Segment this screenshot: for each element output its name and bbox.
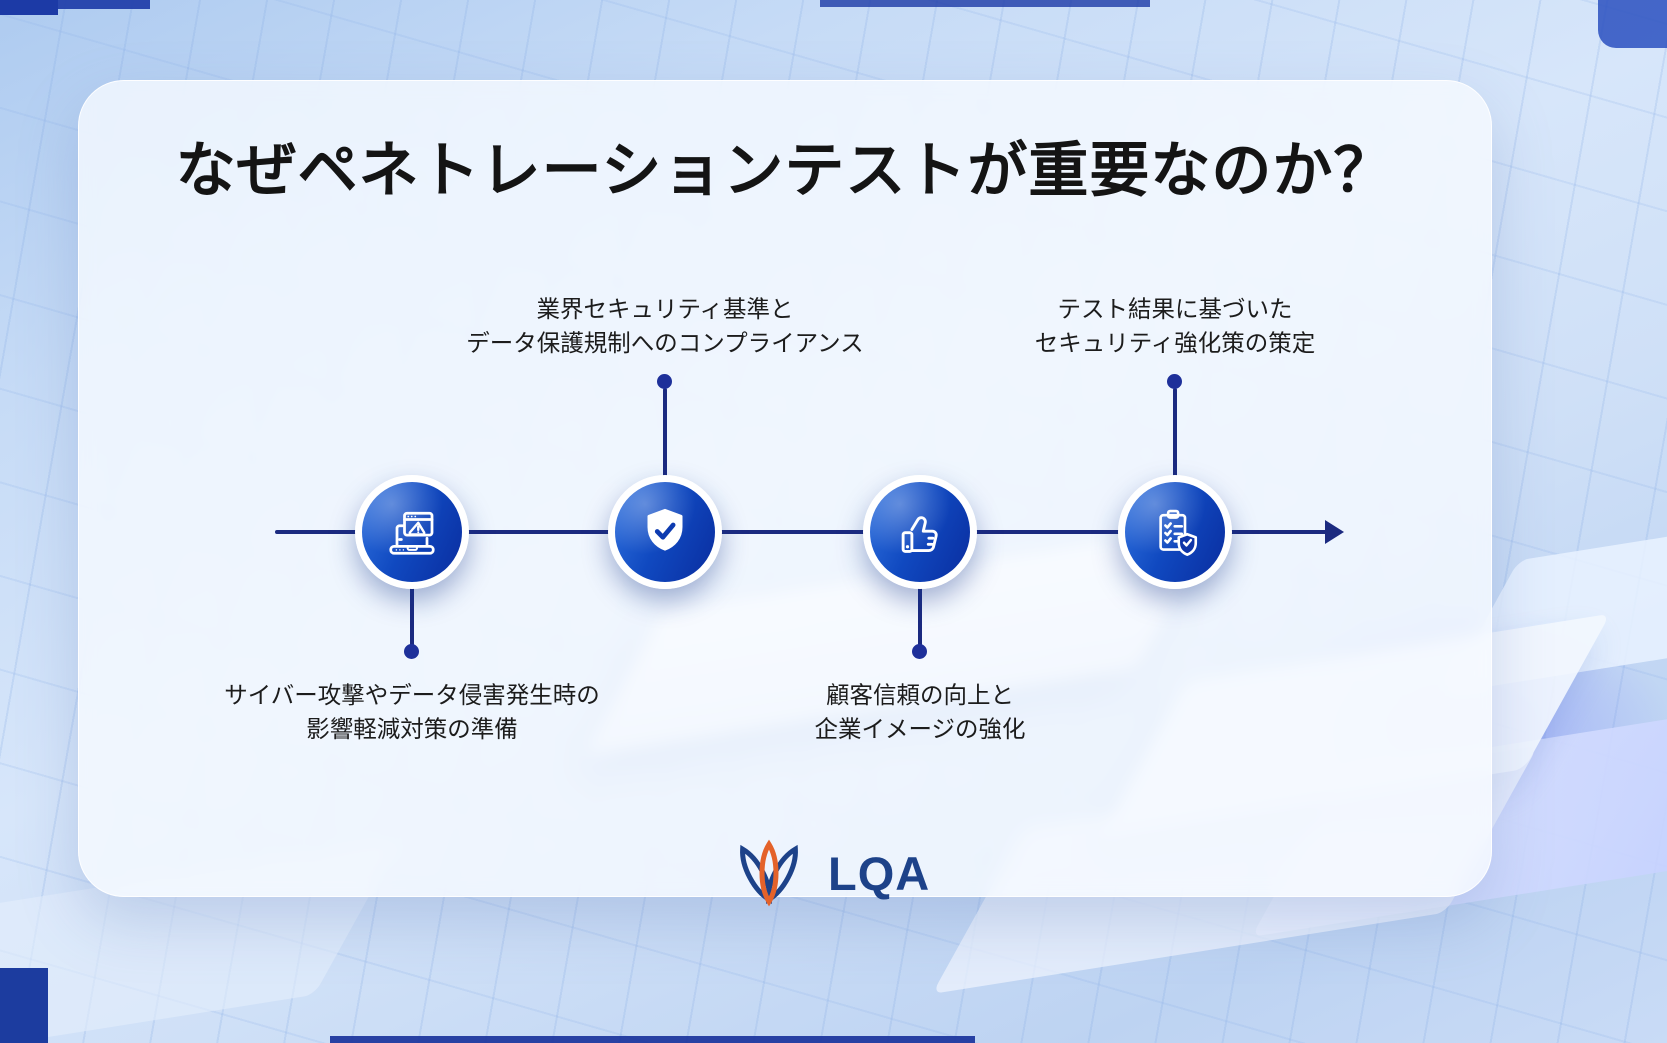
- step-label-2: 業界セキュリティ基準と データ保護規制へのコンプライアンス: [425, 292, 905, 360]
- clipboard-shield-icon: [1159, 509, 1198, 556]
- connector-dot-step-2: [657, 374, 672, 389]
- connector-dot-step-1: [404, 644, 419, 659]
- timeline-axis: [275, 530, 1327, 534]
- timeline-node-4: [1118, 475, 1232, 589]
- thumbs-up-icon: [901, 516, 938, 553]
- step-label-4-line-1: テスト結果に基づいた: [1057, 296, 1293, 322]
- lqa-logo-text: LQA: [828, 846, 931, 900]
- brand-logo: LQA: [726, 830, 930, 916]
- step-label-2-line-2: データ保護規制へのコンプライアンス: [466, 330, 864, 356]
- background-edge-accent: [820, 0, 1150, 7]
- background-edge-accent: [0, 968, 48, 1043]
- connector-dot-step-3: [912, 644, 927, 659]
- step-label-1-line-2: 影響軽減対策の準備: [306, 716, 518, 742]
- step-label-4-line-2: セキュリティ強化策の策定: [1034, 330, 1316, 356]
- step-label-3: 顧客信頼の向上と 企業イメージの強化: [670, 678, 1170, 746]
- timeline-node-2: [608, 475, 722, 589]
- background-edge-accent: [0, 0, 58, 15]
- step-label-3-line-1: 顧客信頼の向上と: [826, 682, 1014, 708]
- timeline-node-1: [355, 475, 469, 589]
- connector-step-3: [918, 584, 922, 646]
- background-edge-accent: [0, 0, 150, 9]
- background-edge-accent: [1598, 0, 1667, 48]
- step-label-1-line-1: サイバー攻撃やデータ侵害発生時の: [224, 682, 600, 708]
- connector-step-4: [1173, 388, 1177, 480]
- shield-check-icon: [647, 508, 683, 551]
- page-title: なぜペネトレーションテストが重要なのか？: [175, 137, 1395, 204]
- step-label-4: テスト結果に基づいた セキュリティ強化策の策定: [935, 292, 1415, 360]
- connector-step-1: [410, 584, 414, 646]
- connector-step-2: [663, 388, 667, 480]
- timeline-node-3: [863, 475, 977, 589]
- lqa-logo-mark-icon: [740, 839, 798, 907]
- step-label-2-line-1: 業界セキュリティ基準と: [536, 296, 794, 322]
- glass-panel: [78, 80, 1492, 897]
- laptop-alert-icon: [389, 511, 435, 555]
- arrowhead-icon: [1325, 520, 1344, 544]
- background-edge-accent: [330, 1036, 975, 1043]
- step-label-3-line-2: 企業イメージの強化: [814, 716, 1026, 742]
- connector-dot-step-4: [1167, 374, 1182, 389]
- step-label-1: サイバー攻撃やデータ侵害発生時の 影響軽減対策の準備: [162, 678, 662, 746]
